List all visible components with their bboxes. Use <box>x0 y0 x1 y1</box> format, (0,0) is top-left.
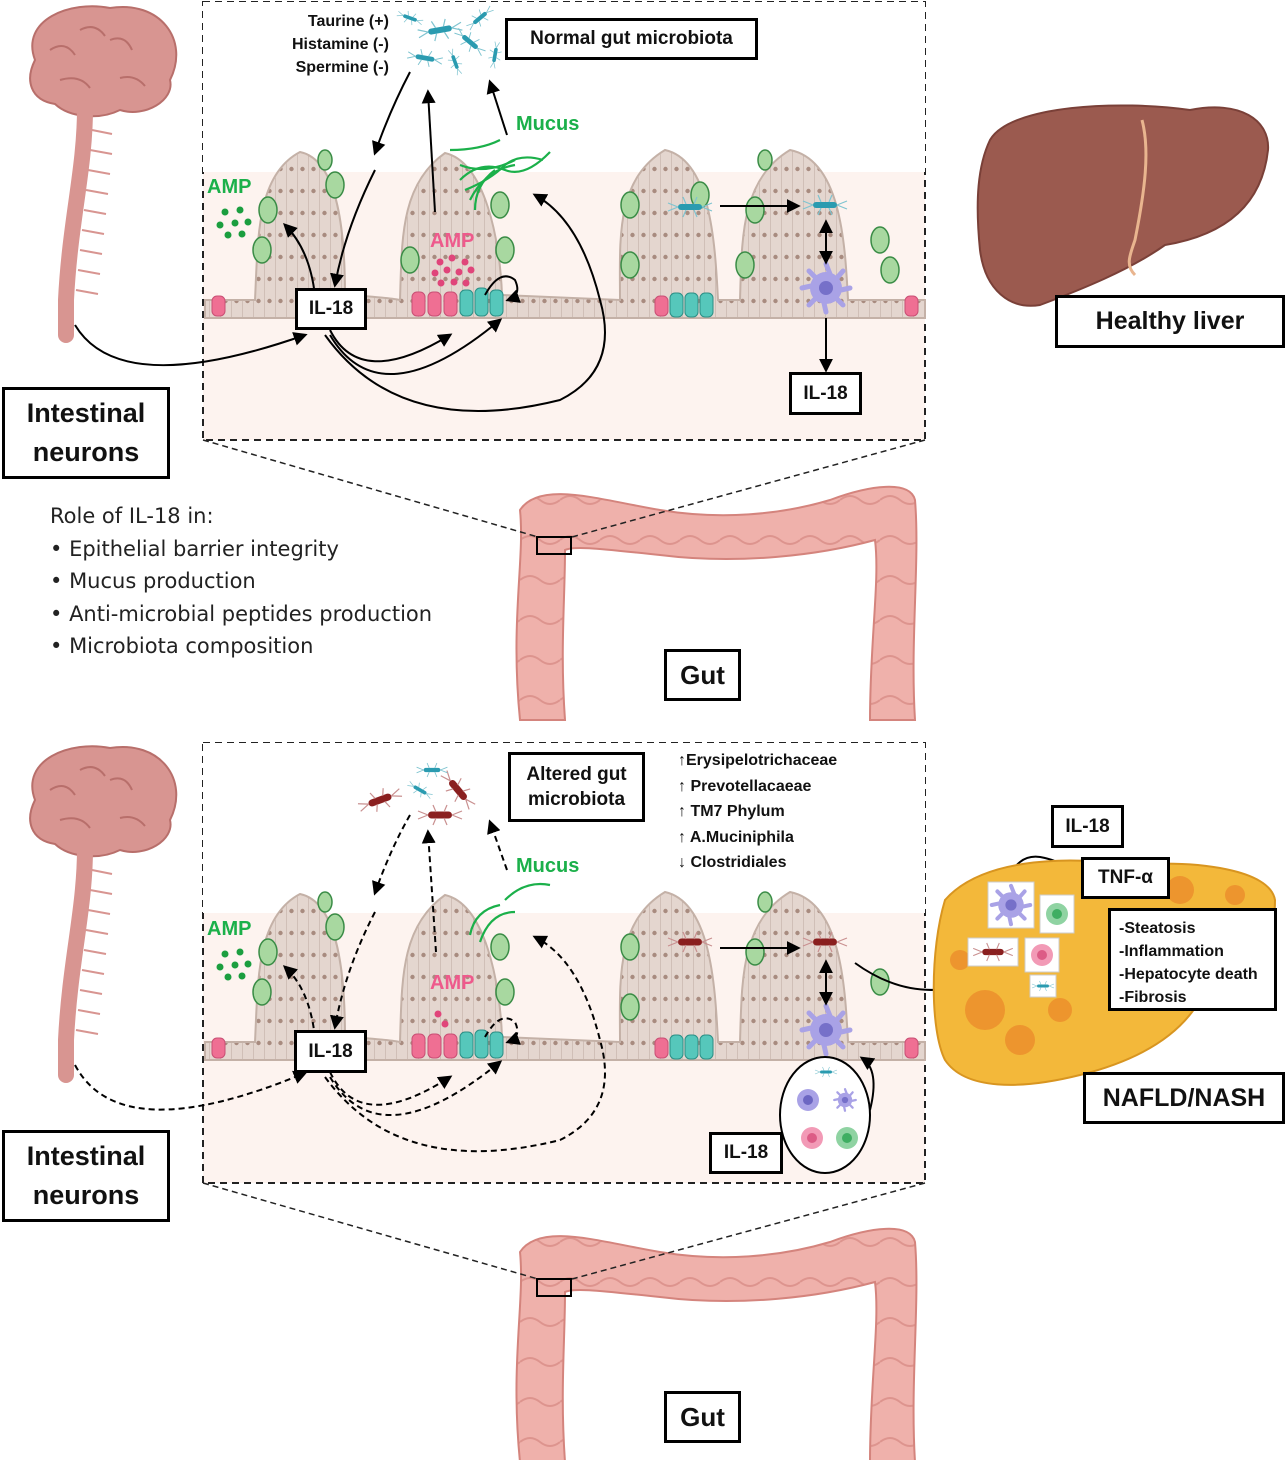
metabolite-taurine: Taurine (+) <box>307 13 389 30</box>
amp-label-crypt: AMP <box>430 230 475 252</box>
bottom-arrows <box>74 814 606 1153</box>
mucus-icon-bottom <box>468 882 551 943</box>
brain-spinal-cord-icon <box>29 5 178 343</box>
taxa-changes-list: ↑Erysipelotrichaceae ↑ Prevotellacaeae ↑… <box>678 748 837 876</box>
metabolite-histamine: Histamine (-) <box>292 36 389 53</box>
normal-microbiota-label: Normal gut microbiota <box>505 18 758 60</box>
role-item: Microbiota composition <box>50 630 432 663</box>
immune-cells-cluster <box>779 1056 871 1174</box>
intestinal-neurons-label: Intestinal neurons <box>2 387 170 479</box>
taxa-item: ↑ TM7 Phylum <box>678 803 785 820</box>
liver-effect: -Steatosis <box>1119 920 1196 937</box>
gut-label-top: Gut <box>664 649 741 701</box>
taxa-item: ↑Erysipelotrichaceae <box>678 752 838 769</box>
il18-box-liver: IL-18 <box>1051 805 1124 848</box>
role-item: Mucus production <box>50 565 432 598</box>
taxa-item: ↑ A.Muciniphila <box>678 828 794 846</box>
altered-microbiota-label: Altered gut microbiota <box>508 752 645 822</box>
healthy-liver-icon <box>976 104 1270 307</box>
liver-effects-box: -Steatosis -Inflammation -Hepatocyte dea… <box>1108 908 1277 1011</box>
metabolite-spermine: Spermine (-) <box>295 59 389 76</box>
amp-dots-crypt-bottom <box>434 1010 449 1028</box>
nafld-nash-label: NAFLD/NASH <box>1083 1072 1285 1124</box>
healthy-liver-label: Healthy liver <box>1055 295 1285 348</box>
il18-box-center-bottom: IL-18 <box>294 1030 367 1073</box>
mucus-label: Mucus <box>516 113 580 135</box>
taxa-item: ↓ Clostridiales <box>678 854 787 871</box>
microbiota-metabolites: Taurine (+) Histamine (-) Spermine (-) <box>292 10 389 79</box>
mucus-label-bottom: Mucus <box>516 855 580 877</box>
amp-label-left: AMP <box>207 176 252 198</box>
top-arrows <box>74 71 833 412</box>
amp-dots-left <box>216 206 252 239</box>
gut-icon-bottom <box>515 1227 918 1460</box>
il18-box-center: IL-18 <box>295 288 367 330</box>
amp-label-crypt-bottom: AMP <box>430 972 475 994</box>
il18-box-immune: IL-18 <box>709 1132 783 1174</box>
gut-label-bottom: Gut <box>664 1391 741 1443</box>
liver-effect: -Fibrosis <box>1119 989 1187 1006</box>
epithelium-villi-bottom <box>204 890 926 1061</box>
role-title: Role of IL-18 in: <box>50 504 214 528</box>
liver-effect: -Inflammation <box>1119 943 1224 960</box>
taxa-item: ↑ Prevotellacaeae <box>678 777 812 795</box>
altered-microbiota-text: Altered gut microbiota <box>526 764 627 810</box>
intestinal-neurons-label-bottom: Intestinal neurons <box>2 1130 170 1222</box>
amp-dots-left-bottom <box>216 948 252 981</box>
amp-label-left-bottom: AMP <box>207 918 252 940</box>
amp-dots-crypt <box>431 254 475 287</box>
brain-spinal-cord-icon-bottom <box>29 745 178 1083</box>
role-of-il18-list: Role of IL-18 in: Epithelial barrier int… <box>50 500 432 663</box>
gut-icon <box>515 485 918 721</box>
tnf-alpha-box: TNF-α <box>1081 857 1170 899</box>
mucus-icon <box>449 139 551 211</box>
liver-effect: -Hepatocyte death <box>1119 966 1258 983</box>
role-item: Epithelial barrier integrity <box>50 533 432 566</box>
il18-box-right: IL-18 <box>789 372 862 415</box>
role-item: Anti-microbial peptides production <box>50 598 432 631</box>
epithelium-villi <box>204 148 926 319</box>
